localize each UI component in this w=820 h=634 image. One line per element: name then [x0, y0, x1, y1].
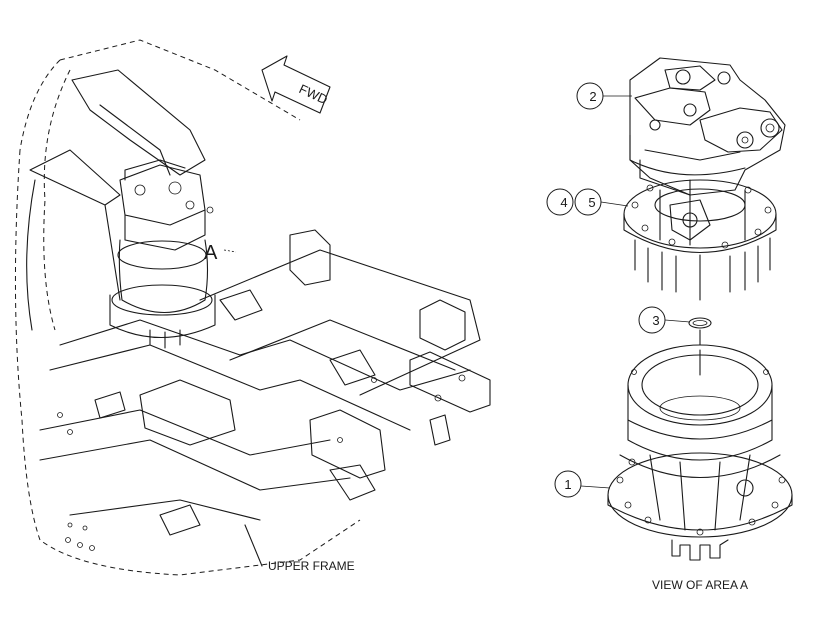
swing-reduction	[607, 344, 793, 561]
callout-1-number: 1	[564, 477, 571, 492]
swing-motor	[629, 57, 786, 196]
callout-3-number: 3	[652, 313, 659, 328]
callout-1: 1	[554, 470, 611, 498]
fwd-arrow: FWD	[261, 55, 331, 114]
callout-4-number: 4	[560, 195, 567, 210]
view-caption: VIEW OF AREA A	[652, 578, 748, 592]
callout-2: 2	[576, 82, 632, 110]
upper-frame-label: UPPER FRAME	[268, 559, 355, 573]
upper-frame-leader	[244, 524, 263, 567]
callout-3: 3	[638, 306, 691, 334]
upper-frame: FWD A UPPER FRAME	[14, 39, 491, 576]
swing-drive-in-frame	[109, 159, 216, 349]
o-ring	[688, 317, 712, 346]
callout-4: 4	[546, 188, 574, 216]
motor-flange	[623, 179, 777, 301]
callout-5-number: 5	[588, 195, 595, 210]
view-of-area-a: 1 2 3 4 5 VIEW OF AREA A	[546, 57, 793, 592]
area-marker-label: A	[204, 242, 218, 264]
callout-2-number: 2	[589, 89, 596, 104]
callout-5: 5	[574, 188, 629, 216]
